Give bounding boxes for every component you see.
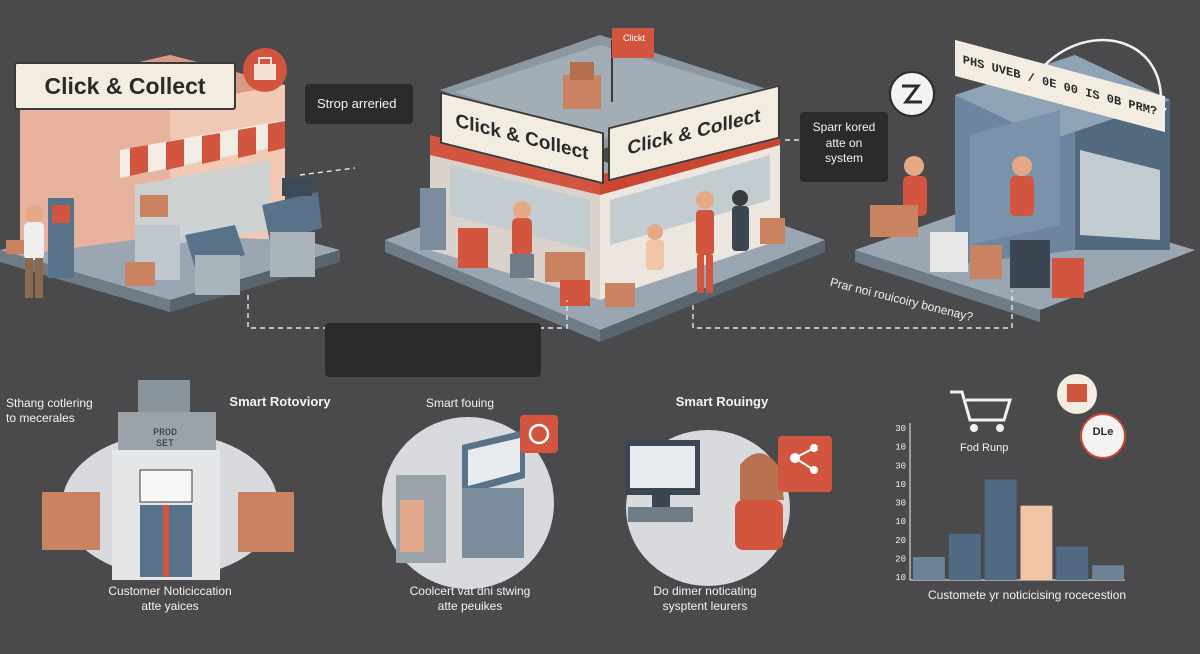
chart-y-tick: 10	[895, 573, 906, 583]
chart-y-tick: 10	[895, 443, 906, 453]
bar-chart: Fod Runp 30 10 30 10 30 10 20 20 10	[880, 418, 1130, 584]
chart-y-tick: 20	[895, 536, 906, 546]
chart-bar	[1020, 505, 1053, 580]
panel2-title: Smart fouing	[425, 396, 495, 410]
store-left-sign: Click & Collect	[14, 62, 236, 110]
chart-bar	[1056, 546, 1089, 580]
store-badge-label: DLe	[1092, 426, 1114, 438]
chart-bar	[913, 556, 945, 580]
store-right-callout: Sparr kored atte on system	[800, 112, 888, 182]
bag-badge-icon	[243, 48, 287, 92]
chart-plot: 30 10 30 10 30 10 20 20 10	[895, 423, 1125, 583]
shopping-cart-icon	[950, 390, 1013, 432]
chart-bar	[948, 533, 981, 580]
store-left-callout: Strop arreried	[305, 84, 413, 124]
chart-bar	[984, 479, 1017, 580]
chart-caption: Customete yr noticicising rocecestion	[927, 588, 1127, 602]
panel2-caption: Coolcert vat dni stwing atte peuikes	[409, 584, 531, 613]
chart-y-tick: 10	[895, 517, 906, 527]
panel1-title-left: Sthang cotlering to mecerales	[6, 396, 93, 425]
panel3-title: Smart Rouingy	[675, 394, 769, 409]
middle-callout	[325, 323, 541, 377]
panel1-device-label: PROD SET	[152, 428, 177, 450]
chart-y-tick: 10	[895, 480, 906, 490]
chart-bar	[1092, 565, 1124, 580]
chart-title: Fod Runp	[960, 442, 1009, 454]
store-badge-icon	[1057, 374, 1126, 459]
panel3-caption: Do dimer noticating sysptent leurers	[653, 584, 757, 613]
chart-y-tick: 30	[895, 424, 906, 434]
panel1-title-right: Smart Rotoviory	[229, 394, 331, 409]
chart-y-tick: 20	[895, 554, 906, 564]
store-center-roof-sign: Clickt	[623, 33, 645, 43]
panel1-caption: Customer Noticiccation atte yaices	[108, 584, 232, 613]
chart-y-tick: 30	[895, 461, 906, 471]
chart-y-tick: 30	[895, 499, 906, 509]
route-badge-icon	[889, 71, 935, 117]
